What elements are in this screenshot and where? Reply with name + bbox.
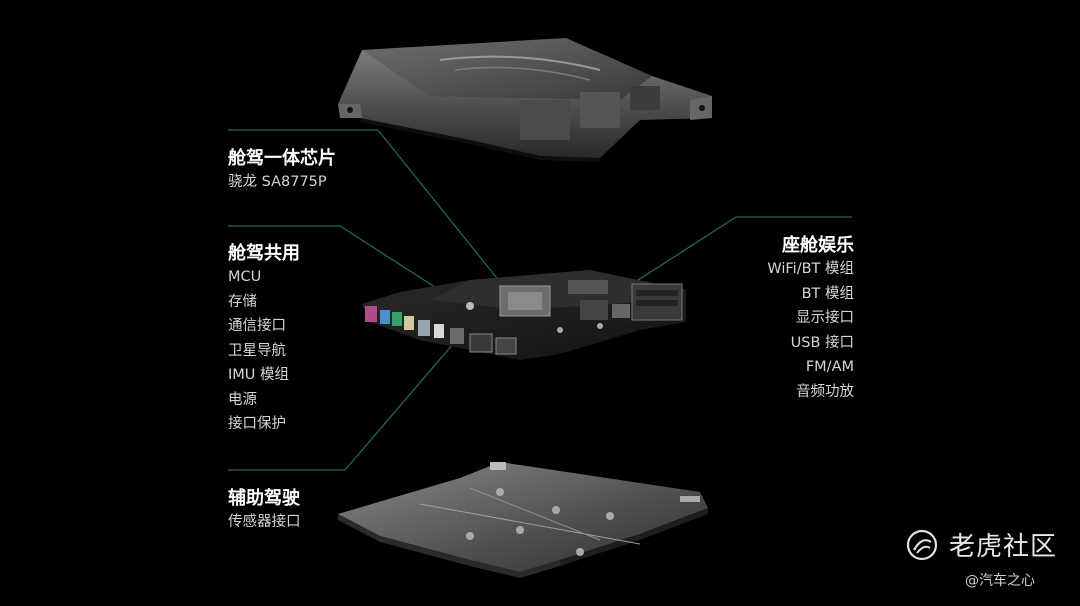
watermark-brand: 老虎社区 [949, 532, 1058, 562]
watermark: 老虎社区 [905, 526, 1057, 563]
group-shared-item: 接口保护 [228, 416, 286, 432]
leader-line-cockpit [631, 216, 852, 285]
group-cockpit-item: 音频功放 [796, 383, 854, 400]
main-pcb [362, 270, 686, 360]
top-housing [338, 38, 712, 162]
group-shared-item: MCU [228, 269, 262, 285]
group-shared-item: 通信接口 [228, 318, 286, 334]
group-shared-item: 卫星导航 [228, 342, 286, 359]
group-cockpit-title: 座舱娱乐 [782, 235, 854, 256]
leader-line-chip [228, 129, 501, 283]
leader-line-adas [228, 329, 466, 471]
group-shared: 舱驾共用 MCU 存储 通信接口 卫星导航 IMU 模组 电源 接口保护 [228, 243, 300, 437]
group-cockpit: 座舱娱乐 WiFi/BT 模组 BT 模组 显示接口 USB 接口 FM/AM … [767, 235, 854, 404]
group-chip-title: 舱驾一体芯片 [228, 148, 336, 169]
leader-line-shared [228, 225, 456, 301]
group-cockpit-item: 显示接口 [796, 310, 854, 326]
group-adas-title: 辅助驾驶 [228, 488, 300, 509]
group-shared-item: 存储 [228, 293, 257, 310]
group-shared-title: 舱驾共用 [228, 243, 300, 264]
group-cockpit-item: WiFi/BT 模组 [767, 261, 854, 277]
group-adas-item: 传感器接口 [228, 514, 301, 530]
group-chip: 舱驾一体芯片 骁龙 SA8775P [228, 148, 336, 195]
watermark-source: @汽车之心 [965, 573, 1035, 589]
group-cockpit-item: FM/AM [805, 359, 854, 375]
tiger-logo-icon [906, 529, 938, 560]
bottom-plate [338, 462, 708, 578]
group-adas: 辅助驾驶 传感器接口 [228, 488, 301, 535]
group-cockpit-item: USB 接口 [790, 334, 854, 351]
group-shared-item: IMU 模组 [228, 367, 290, 383]
group-cockpit-item: BT 模组 [801, 285, 854, 302]
group-chip-item: 骁龙 SA8775P [228, 174, 327, 190]
group-shared-item: 电源 [228, 391, 257, 408]
leader-lines [228, 129, 852, 471]
